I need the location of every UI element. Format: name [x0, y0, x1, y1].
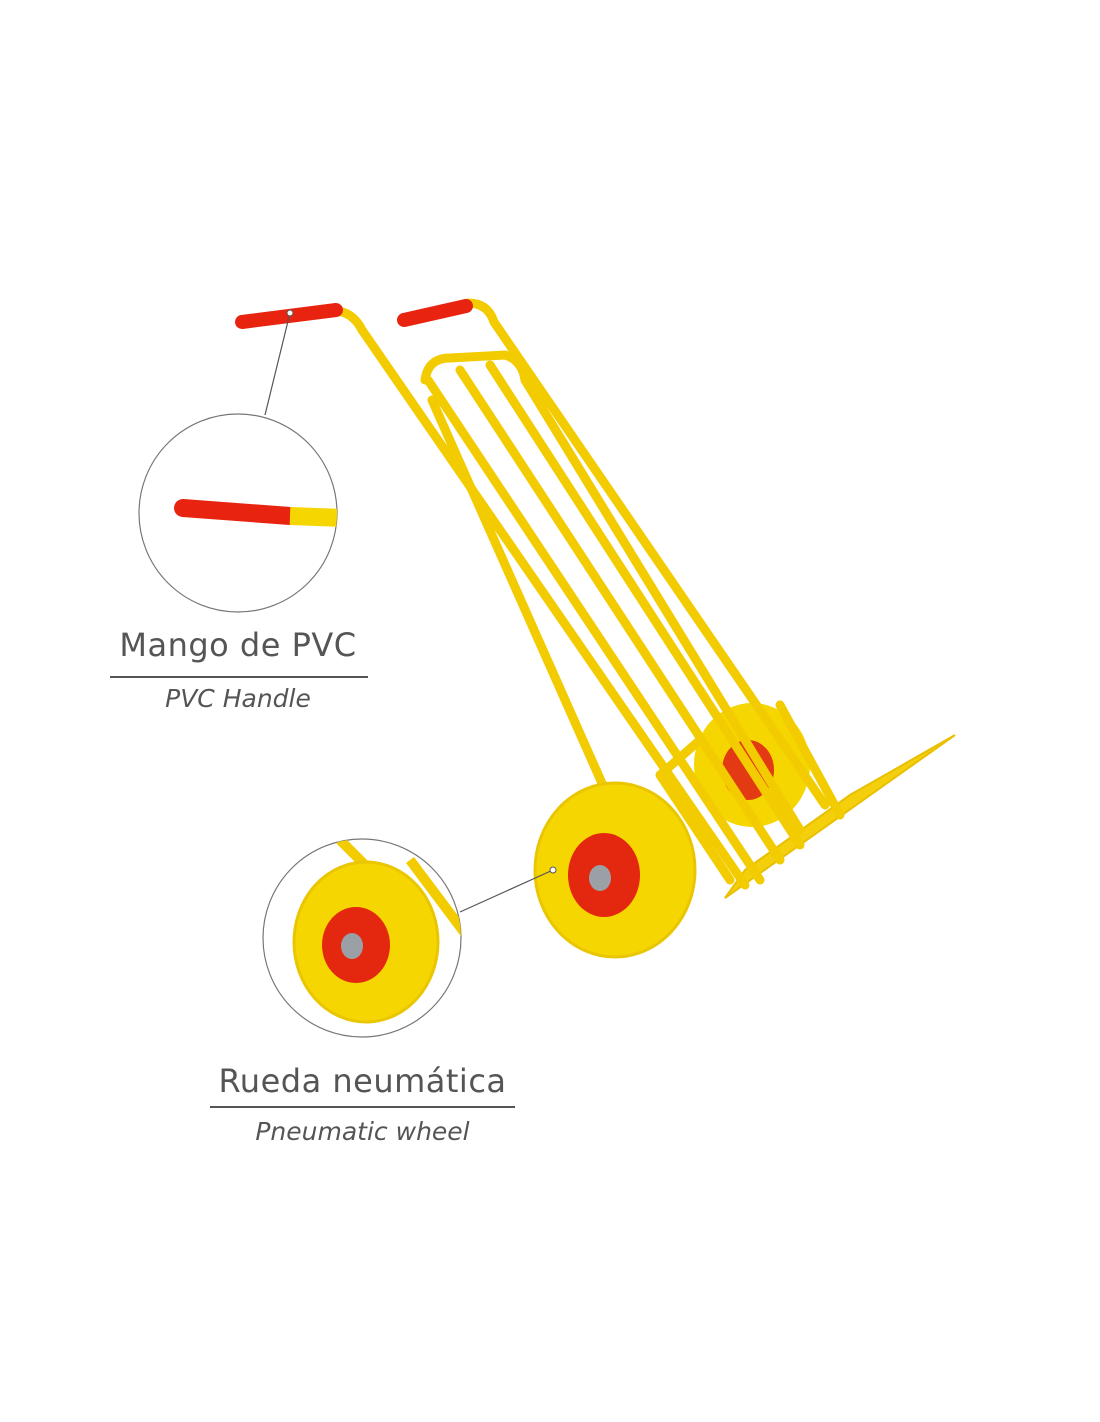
divider	[210, 1106, 515, 1108]
divider	[110, 676, 368, 678]
callout-title-pneumatic-wheel: Rueda neumática	[218, 1062, 507, 1100]
hand-truck	[235, 298, 956, 959]
callout-pvc-handle	[138, 309, 338, 613]
callout-subtitle-pneumatic-wheel: Pneumatic wheel	[255, 1117, 470, 1146]
callout-subtitle-pvc-handle: PVC Handle	[165, 684, 311, 713]
front-wheel	[533, 781, 697, 959]
callout-title-pvc-handle: Mango de PVC	[119, 626, 357, 664]
callout-pneumatic-wheel	[262, 838, 557, 1038]
right-grip	[397, 299, 473, 327]
